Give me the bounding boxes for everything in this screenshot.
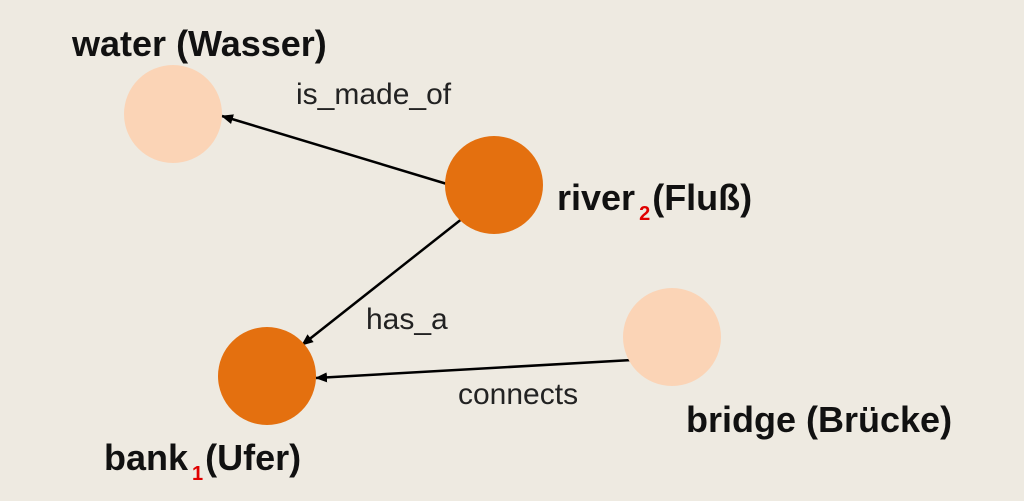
water-node <box>124 65 222 163</box>
edge-label-is-made-of: is_made_of <box>296 78 452 111</box>
bridge-translation: (Brücke) <box>806 399 953 440</box>
edge-is-made-of-arrow <box>221 114 448 186</box>
river-node <box>445 136 543 234</box>
edge-label-connects: connects <box>458 378 579 411</box>
bridge-node <box>623 288 721 386</box>
edge-connects-arrow <box>315 358 633 383</box>
river-translation: (Fluß) <box>652 177 753 218</box>
water-translation: (Wasser) <box>176 23 327 64</box>
edge-has-a-arrow <box>301 217 464 346</box>
river-word: river <box>557 177 636 218</box>
river-sense-number: 2 <box>639 203 651 225</box>
water-label: water (Wasser) <box>72 26 327 62</box>
bridge-label: bridge (Brücke) <box>686 402 952 438</box>
water-word: water <box>72 23 167 64</box>
bank-sense-number: 1 <box>192 463 204 485</box>
bridge-word: bridge <box>686 399 797 440</box>
bank-translation: (Ufer) <box>205 437 302 478</box>
bank-node <box>218 327 316 425</box>
bank-word: bank <box>104 437 189 478</box>
edge-label-has-a: has_a <box>366 303 448 336</box>
